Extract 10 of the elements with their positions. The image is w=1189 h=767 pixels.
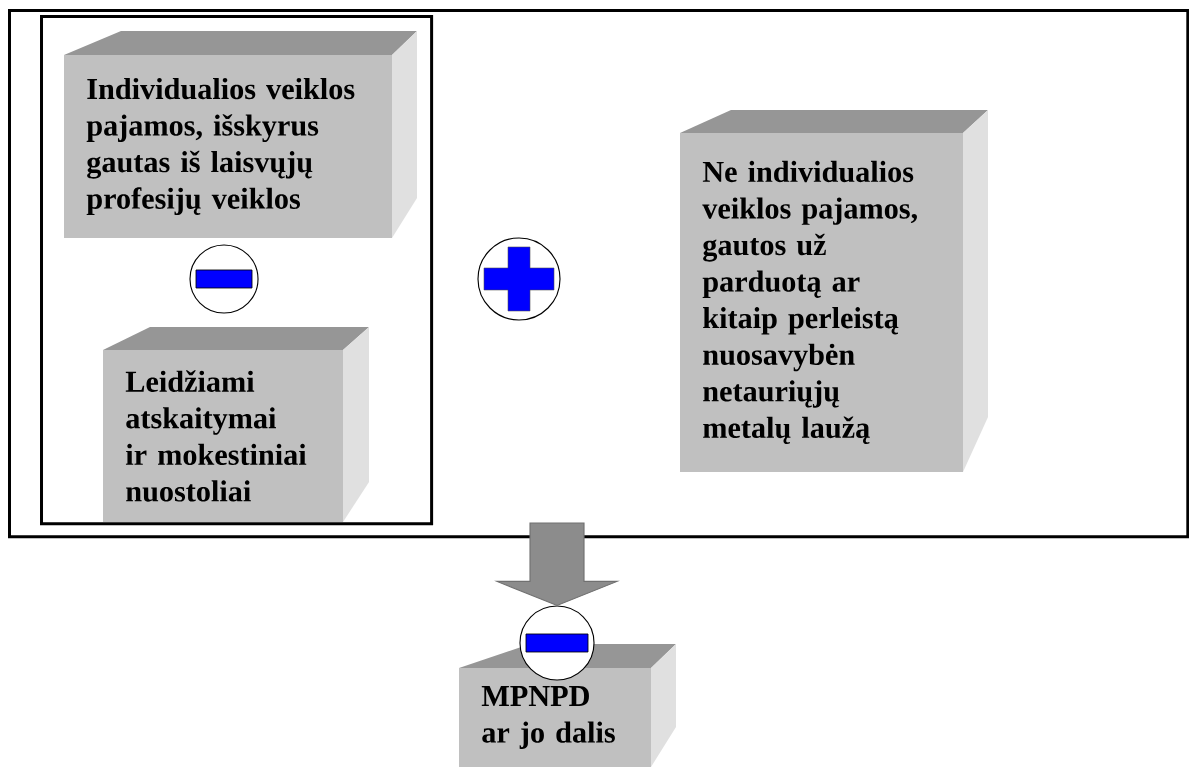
block-arrow xyxy=(494,522,620,607)
box-3d: MPNPD ar jo dalis xyxy=(459,644,676,767)
group-frame xyxy=(40,15,434,526)
minus-sign xyxy=(189,244,259,314)
frame xyxy=(8,9,1189,539)
box-3d: Leidžiami atskaitymai ir mokestiniai nuostoliai xyxy=(103,327,369,522)
box-3d: Ne individualios veiklos pajamos, gautos už parduotą ar kitaip perleistą nuosavybėn netauriųjų metalų laužą xyxy=(680,110,988,472)
minus-sign xyxy=(519,605,595,681)
box-3d: Individualios veiklos pajamos, išskyrus gautas iš laisvųjų profesijų veiklos xyxy=(64,31,417,238)
plus-sign xyxy=(477,237,561,321)
